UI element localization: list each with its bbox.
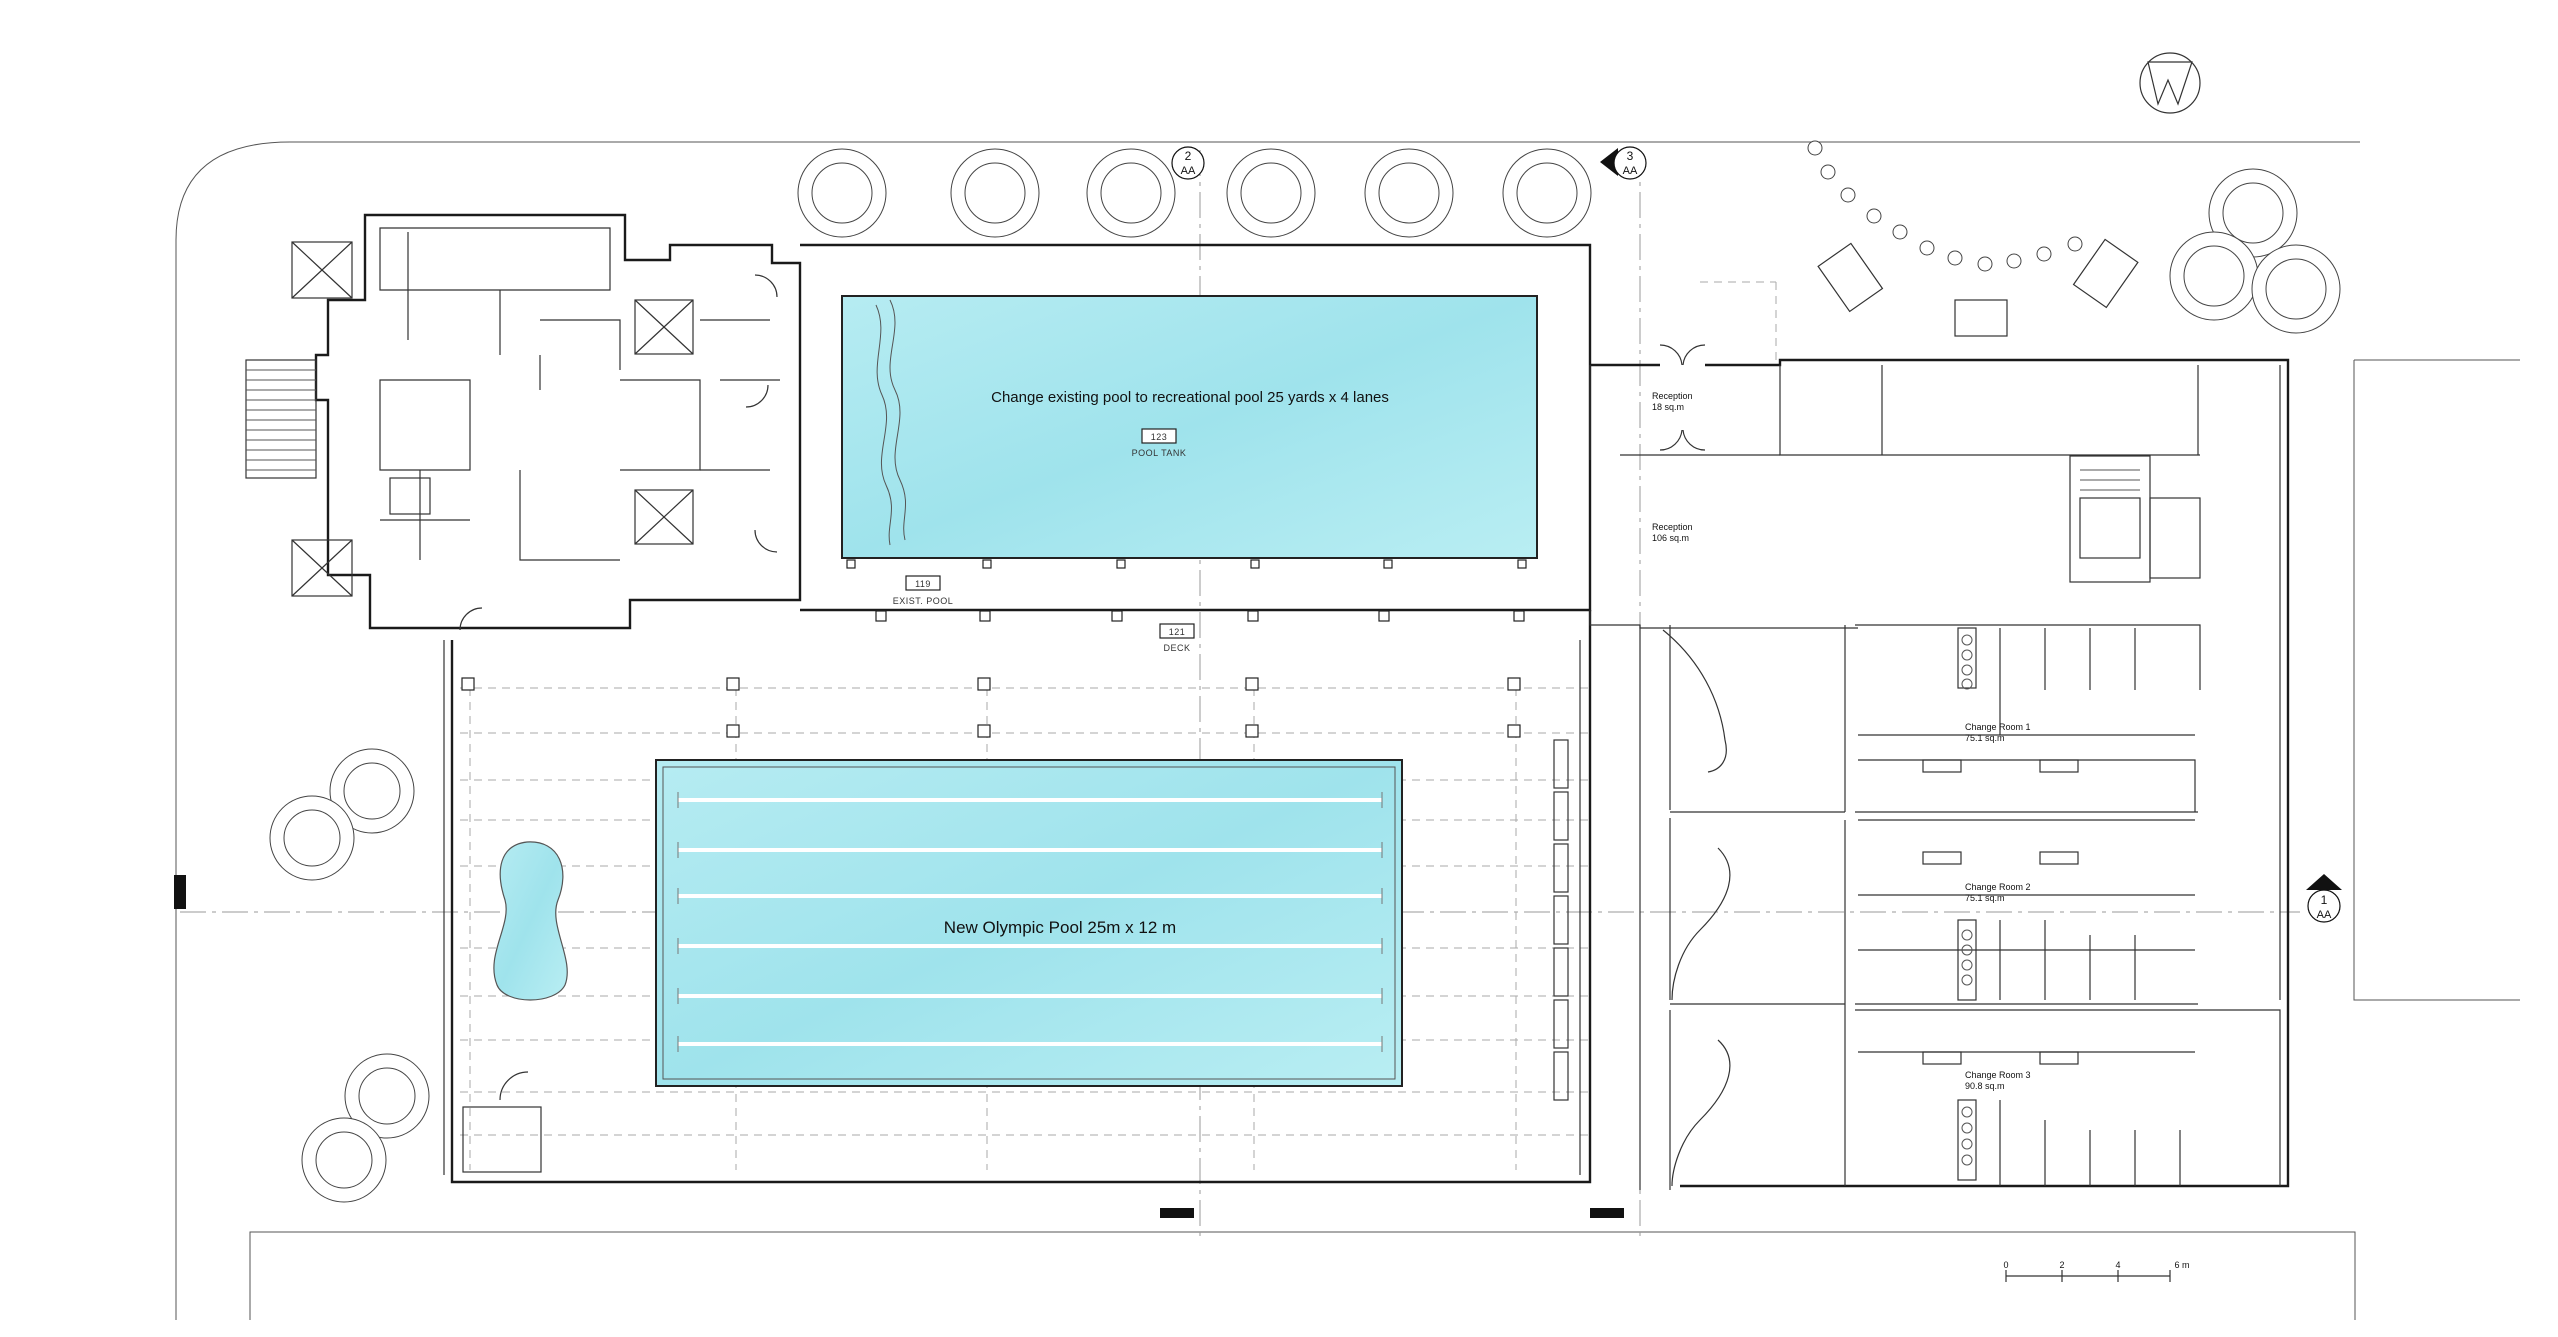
room-name: Reception [1652, 391, 1693, 401]
room-area: 18 sq.m [1652, 402, 1684, 412]
section-marker-number: 1 [2321, 893, 2328, 907]
section-tab [1590, 1208, 1624, 1218]
scale-tick-label: 2 [2059, 1260, 2064, 1270]
room-area: 90.8 sq.m [1965, 1081, 2005, 1091]
olympic-pool [655, 759, 1403, 1087]
section-marker-ref: AA [1623, 165, 1638, 177]
room-area: 75.1 sq.m [1965, 733, 2005, 743]
deck-number: 121 [1169, 627, 1186, 637]
recreational-pool-label: Change existing pool to recreational poo… [991, 389, 1389, 406]
east-wing [1589, 344, 2290, 1190]
exist-pool-number: 119 [915, 579, 931, 589]
olympic-pool-label: New Olympic Pool 25m x 12 m [944, 918, 1176, 937]
room-area: 75.1 sq.m [1965, 893, 2005, 903]
section-marker-2 [1171, 146, 1205, 180]
section-marker-ref: AA [1181, 165, 1196, 177]
section-marker-number: 2 [1185, 149, 1192, 163]
room-name: Change Room 2 [1965, 882, 2031, 892]
scale-tick-label: 6 m [2174, 1260, 2189, 1270]
pool-tank-label: POOL TANK [1132, 448, 1187, 458]
scale-tick-label: 4 [2115, 1260, 2120, 1270]
existing-pool-hall [800, 243, 1592, 639]
leisure-pool [493, 841, 568, 1001]
section-tab [1160, 1208, 1194, 1218]
room-area: 106 sq.m [1652, 533, 1689, 543]
section-marker-3 [1600, 146, 1647, 180]
section-marker-ref: AA [2317, 909, 2332, 921]
trees [269, 148, 2341, 1203]
section-tab [174, 875, 186, 909]
existing-building [245, 213, 802, 631]
section-marker-number: 3 [1627, 149, 1634, 163]
room-name: Change Room 3 [1965, 1070, 2031, 1080]
stair-icon [245, 359, 317, 479]
north-arrow-icon [2139, 52, 2201, 114]
room-name: Change Room 1 [1965, 722, 2031, 732]
room-name: Reception [1652, 522, 1693, 532]
recreational-pool [841, 295, 1538, 559]
lane-ropes [678, 798, 1382, 1046]
site-boundary [175, 141, 2520, 1320]
section-marker-1 [2306, 874, 2342, 923]
new-pool-hall [443, 610, 1592, 1184]
deck-label: DECK [1163, 643, 1190, 653]
exist-pool-label: EXIST. POOL [893, 596, 954, 606]
scale-bar [2005, 1270, 2171, 1282]
scale-tick-label: 0 [2003, 1260, 2008, 1270]
landscape [1807, 140, 2139, 337]
pool-tank-number: 123 [1151, 432, 1168, 442]
